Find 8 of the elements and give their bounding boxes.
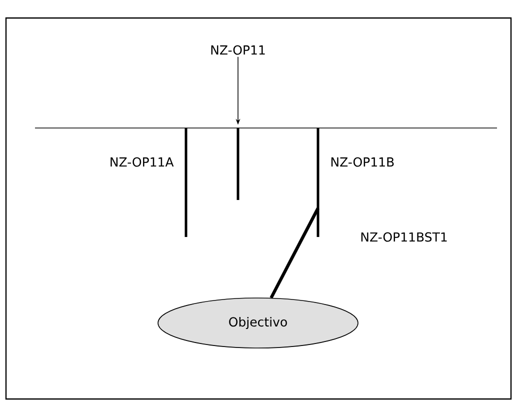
well-label: NZ-OP11A bbox=[110, 157, 174, 167]
well-line bbox=[236, 128, 240, 200]
well-label: NZ-OP11B bbox=[331, 157, 394, 167]
well-path bbox=[270, 207, 320, 299]
well-label: NZ-OP11 bbox=[211, 45, 265, 55]
edge-label: NZ-OP11BST1 bbox=[358, 230, 450, 244]
well-line bbox=[316, 128, 320, 237]
well-line bbox=[184, 128, 188, 237]
